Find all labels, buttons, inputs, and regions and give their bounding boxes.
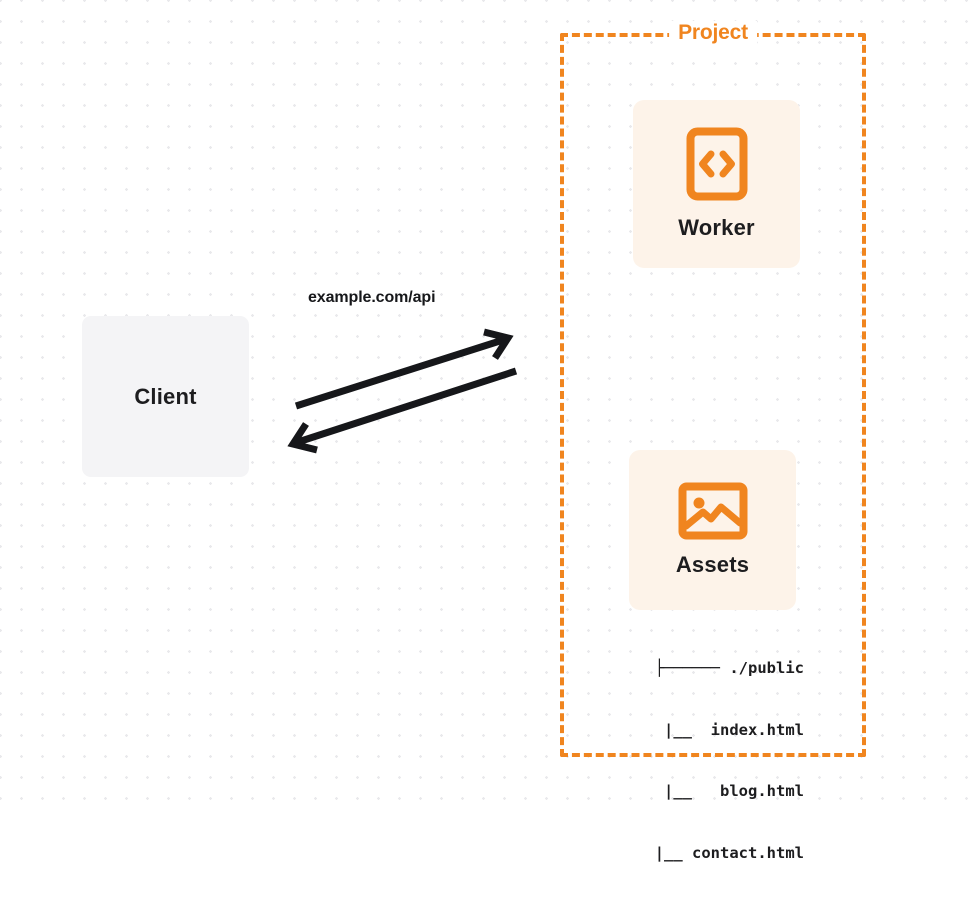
- assets-label: Assets: [675, 552, 750, 577]
- file-tree-row: |__ contact.html: [608, 843, 804, 862]
- client-label: Client: [134, 383, 197, 409]
- response-arrow-line: [296, 367, 518, 446]
- request-arrow-line: [294, 336, 505, 410]
- assets-card[interactable]: Assets: [629, 450, 796, 610]
- image-picture-icon: [678, 482, 748, 540]
- request-arrow-head: [483, 328, 514, 360]
- code-brackets-icon: [686, 127, 748, 201]
- file-tree-row: ├────── ./public: [654, 659, 804, 677]
- client-node[interactable]: Client: [82, 316, 249, 477]
- connection-label: example.com/api: [308, 289, 436, 306]
- file-tree-row: |__ index.html: [617, 720, 804, 739]
- response-arrow-head: [287, 422, 318, 454]
- assets-file-tree: ├────── ./public |__ index.html |__ blog…: [608, 617, 804, 904]
- project-boundary: Project: [560, 21, 866, 757]
- file-tree-row: |__ blog.html: [617, 782, 804, 800]
- worker-card[interactable]: Worker: [633, 100, 800, 268]
- worker-label: Worker: [678, 215, 755, 240]
- project-title: Project: [669, 21, 757, 45]
- diagram-canvas: Client example.com/api Project Worker: [0, 0, 980, 862]
